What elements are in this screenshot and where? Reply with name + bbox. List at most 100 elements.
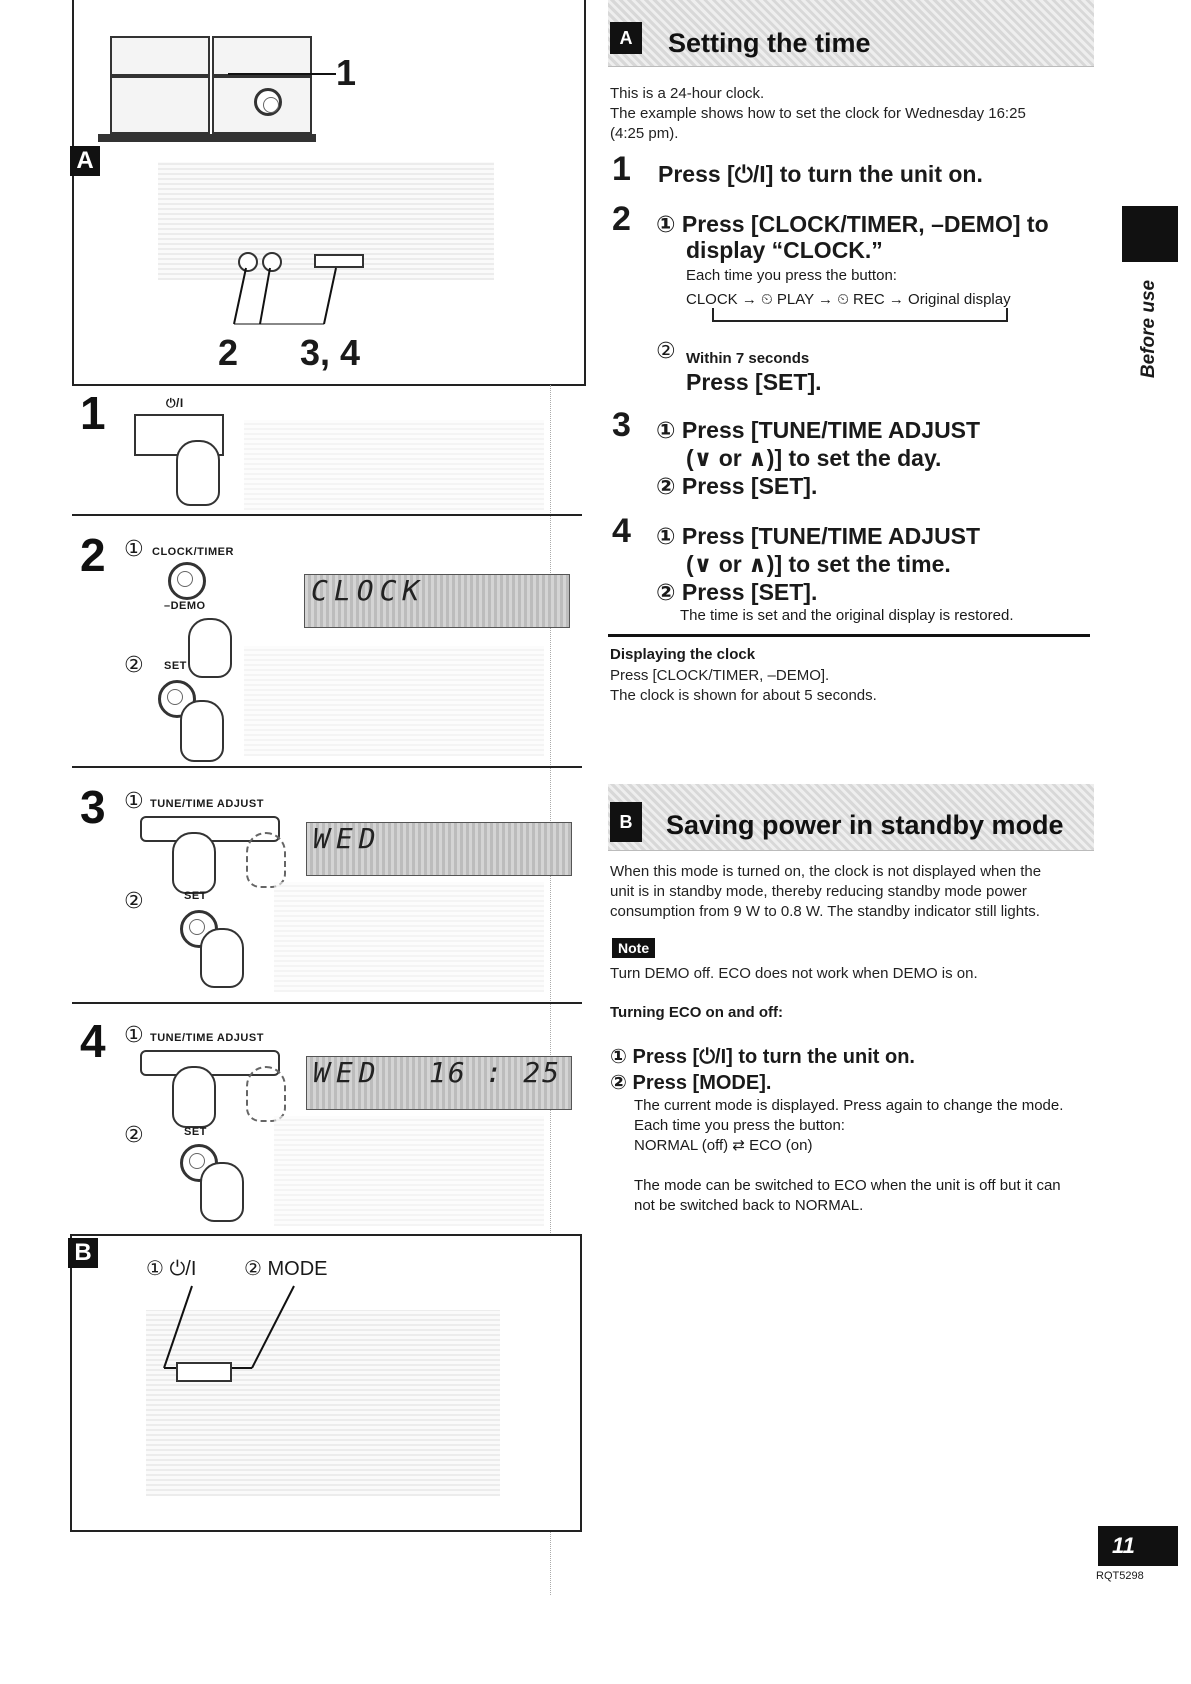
panel-a-tag: A <box>70 146 100 176</box>
right-column: A Setting the time This is a 24-hour clo… <box>608 0 1098 1684</box>
tune-time-adjust-label: TUNE/TIME ADJUST <box>150 1032 264 1044</box>
side-tab-marker <box>1122 206 1178 262</box>
panel-button-1 <box>238 252 258 272</box>
lcd-day: WED <box>313 1056 382 1089</box>
separator-1 <box>72 514 582 516</box>
document-code: RQT5298 <box>1096 1570 1144 1582</box>
section-a-title: Setting the time <box>668 28 871 58</box>
lcd-time: 16 : 25 <box>428 1056 561 1089</box>
hand-pointer-icon <box>246 1066 286 1122</box>
step-4-result: The time is set and the original display… <box>680 607 1014 624</box>
note-text: Turn DEMO off. ECO does not work when DE… <box>610 965 978 982</box>
hand-pointer-icon <box>180 700 224 762</box>
eco-desc-4: The mode can be switched to ECO when the… <box>634 1177 1061 1194</box>
section-a-tag: A <box>610 22 642 54</box>
section-b-para-1: When this mode is turned on, the clock i… <box>610 863 1042 880</box>
panel-b-mode-label: ② MODE <box>244 1258 328 1280</box>
stereo-unit-illustration <box>110 36 314 136</box>
section-b-header <box>608 784 1094 851</box>
eco-step-1: ① Press [⏻/I] to turn the unit on. <box>610 1046 915 1068</box>
hand-pointer-icon <box>200 1162 244 1222</box>
panel-a-pointer-34: 3, 4 <box>300 332 361 373</box>
device-pointer-line <box>228 73 336 75</box>
section-b-tag: B <box>610 802 642 842</box>
stereo-base <box>98 134 316 142</box>
tape-deck-right <box>212 36 312 76</box>
step-2-within: Within 7 seconds <box>686 350 810 367</box>
section-a-intro-2: The example shows how to set the clock f… <box>610 105 1026 122</box>
device-pointer-label: 1 <box>336 52 357 93</box>
step-2-cycle: CLOCK → ⏲ PLAY → ⏲ REC → Original displa… <box>686 291 1011 308</box>
tune-time-adjust-label: TUNE/TIME ADJUST <box>150 798 264 810</box>
panel-b-tag: B <box>68 1238 98 1268</box>
page-number: 11 <box>1098 1526 1178 1566</box>
panel-a-leader-lines <box>233 267 337 325</box>
eco-desc-3: NORMAL (off) ⇄ ECO (on) <box>634 1137 813 1154</box>
eco-desc-2: Each time you press the button: <box>634 1117 845 1134</box>
separator-2 <box>72 766 582 768</box>
fig-step-2-number: 2 <box>80 529 106 581</box>
clock-timer-label: CLOCK/TIMER <box>152 546 234 558</box>
panel-b-closeup <box>146 1310 500 1496</box>
panel-b-button-illustration <box>176 1362 232 1382</box>
step-2-each-time: Each time you press the button: <box>686 267 897 284</box>
step1-faded-area <box>244 420 544 510</box>
section-b-para-3: consumption from 9 W to 0.8 W. The stand… <box>610 903 1040 920</box>
displaying-clock-line-2: The clock is shown for about 5 seconds. <box>610 687 877 704</box>
power-button-label: ⏻/I <box>166 396 184 410</box>
hand-pointer-icon <box>246 832 286 888</box>
step-2-press-set: Press [SET]. <box>686 369 822 395</box>
displaying-clock-heading: Displaying the clock <box>610 646 756 663</box>
step-4-number: 4 <box>612 512 631 550</box>
left-dotted-guide <box>550 385 551 1595</box>
panel-button-2 <box>262 252 282 272</box>
demo-label: –DEMO <box>164 600 206 612</box>
step-2-circle-2: ② <box>656 338 676 363</box>
fig-step-1-number: 1 <box>80 387 106 439</box>
turning-eco-heading: Turning ECO on and off: <box>610 1004 784 1021</box>
side-tab-label: Before use <box>1138 279 1160 379</box>
fig-step-3-number: 3 <box>80 781 106 833</box>
fig-step3-circle-2: ② <box>124 888 144 913</box>
panel-b-power-label: ① ⏻/I <box>146 1258 197 1280</box>
set-label: SET <box>184 1126 207 1138</box>
set-label: SET <box>164 660 187 672</box>
lcd-day-display: WED <box>306 822 572 876</box>
clock-timer-button-icon <box>168 562 206 600</box>
fig-step3-circle-1: ① <box>124 788 144 813</box>
step4-faded-area <box>274 1116 544 1226</box>
page-number-text: 11 <box>1112 1533 1135 1558</box>
step2-faded-area <box>244 646 544 756</box>
section-a-rule <box>608 634 1090 637</box>
panel-slider-button <box>314 254 364 268</box>
section-a-intro-3: (4:25 pm). <box>610 125 679 142</box>
hand-pointer-icon <box>172 1066 216 1128</box>
step-1-number: 1 <box>612 150 631 188</box>
step-3-line-1: ① Press [TUNE/TIME ADJUST <box>656 417 981 443</box>
step-1-text: Press [⏻/I] to turn the unit on. <box>658 161 983 187</box>
lcd-day-time-display: WED 16 : 25 <box>306 1056 572 1110</box>
step-2-number: 2 <box>612 200 631 238</box>
step-4-line-1: ① Press [TUNE/TIME ADJUST <box>656 523 981 549</box>
lcd-clock-display: CLOCK <box>304 574 570 628</box>
step-3-number: 3 <box>612 406 631 444</box>
section-a-intro-1: This is a 24-hour clock. <box>610 85 765 102</box>
displaying-clock-line-1: Press [CLOCK/TIMER, –DEMO]. <box>610 667 830 684</box>
step-3-line-3: ② Press [SET]. <box>656 473 818 499</box>
panel-a-pointer-2: 2 <box>218 332 239 373</box>
hand-pointer-icon <box>172 832 216 894</box>
step-2-line-1: ① Press [CLOCK/TIMER, –DEMO] to <box>656 211 1049 237</box>
section-b-title: Saving power in standby mode <box>666 810 1064 840</box>
fig-step2-circle-1: ① <box>124 536 144 561</box>
hand-pointer-icon <box>200 928 244 988</box>
left-column: 1 A 2 3, 4 1 ⏻/I 2 ① CLOCK/TIMER –DEMO C… <box>0 0 590 1684</box>
hand-pointer-icon <box>176 440 220 506</box>
fig-step4-circle-1: ① <box>124 1022 144 1047</box>
tuner-unit <box>110 76 210 134</box>
cycle-return-arrow <box>712 308 1008 322</box>
section-b-para-2: unit is in standby mode, thereby reducin… <box>610 883 1027 900</box>
eco-desc-1: The current mode is displayed. Press aga… <box>634 1097 1064 1114</box>
tape-deck-left <box>110 36 210 76</box>
fig-step-4-number: 4 <box>80 1015 106 1067</box>
step-2-line-2: display “CLOCK.” <box>686 237 883 263</box>
